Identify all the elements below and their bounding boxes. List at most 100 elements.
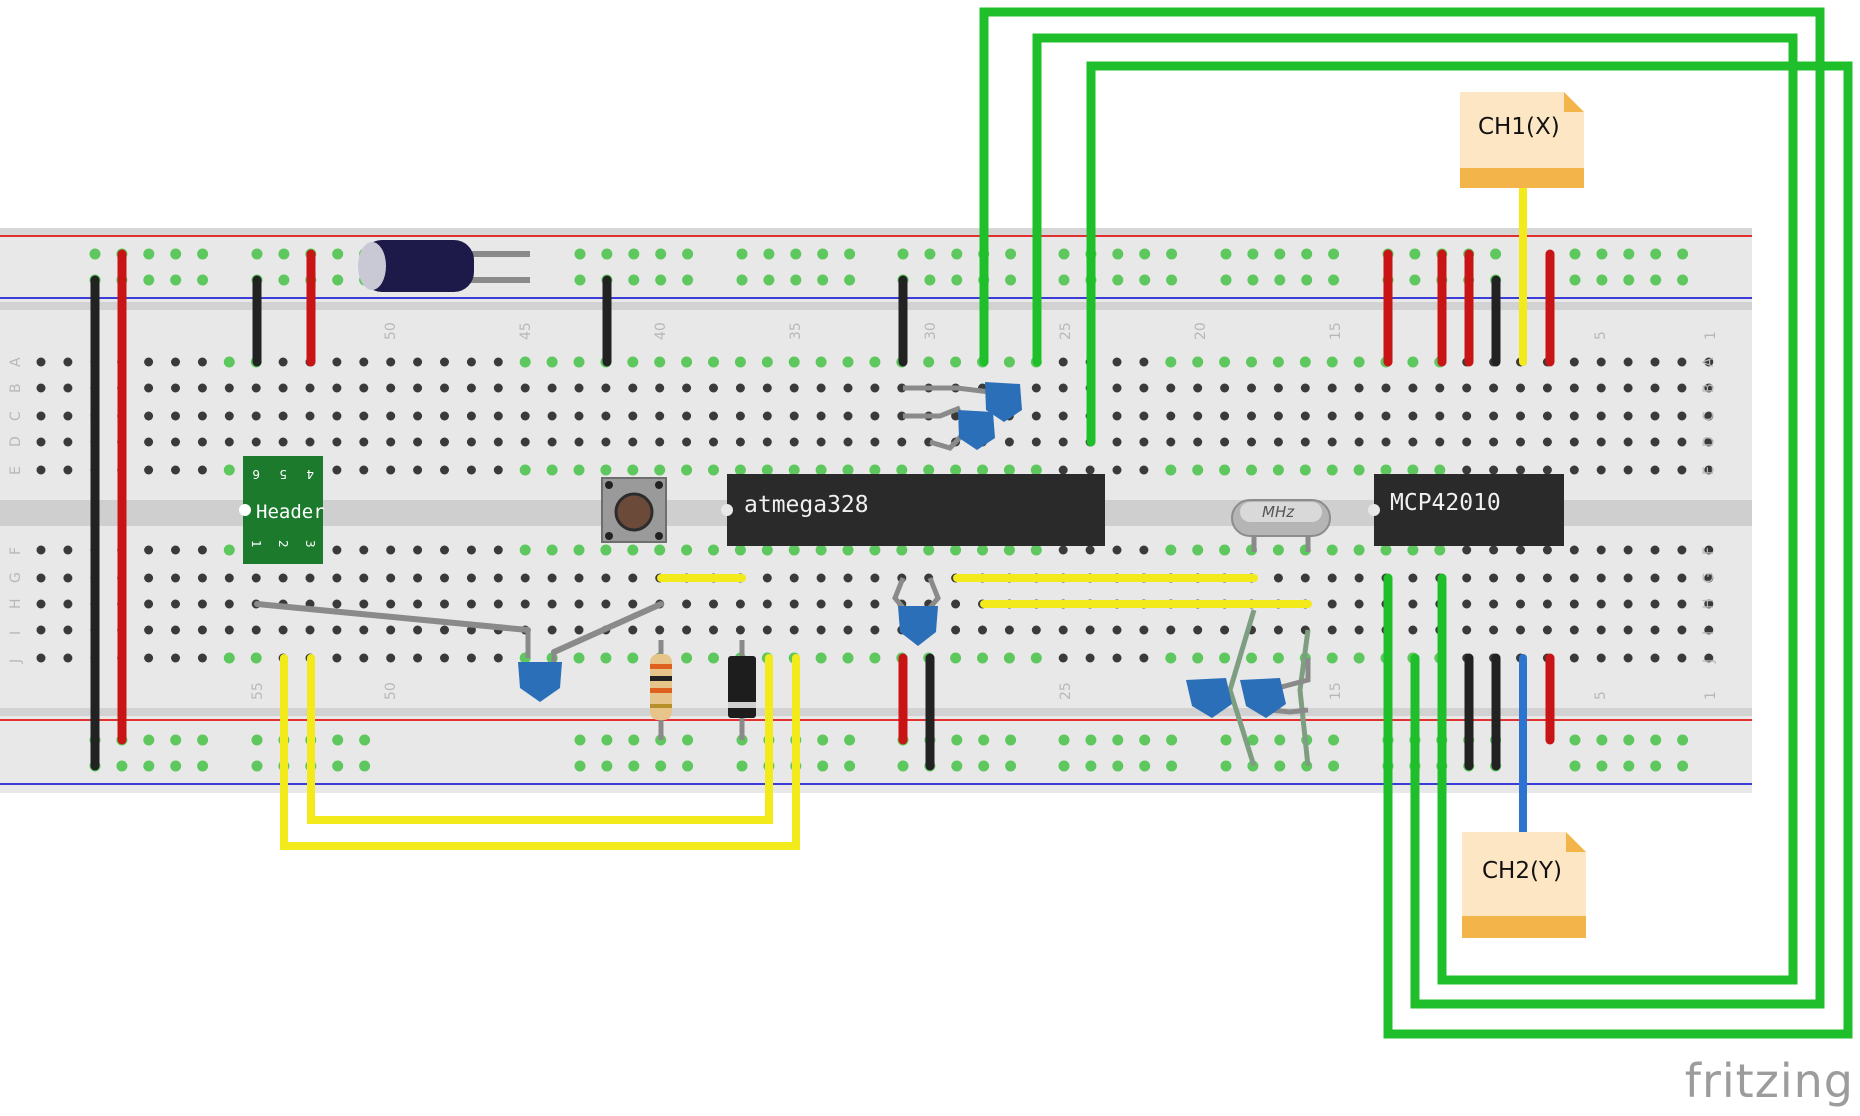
breadboard-hole (278, 411, 288, 421)
breadboard-hole (682, 734, 694, 746)
breadboard-hole (655, 437, 665, 447)
breadboard-hole (1489, 437, 1499, 447)
breadboard-hole (1381, 411, 1391, 421)
breadboard-hole (520, 411, 530, 421)
breadboard-hole (1408, 625, 1418, 635)
breadboard-hole (546, 356, 558, 368)
breadboard-hole (520, 437, 530, 447)
breadboard-hole (359, 357, 369, 367)
breadboard-hole (1193, 437, 1203, 447)
note-ch1-fold (1564, 92, 1584, 112)
breadboard-hole (627, 464, 639, 476)
breadboard-hole (250, 652, 262, 664)
breadboard-hole (923, 544, 935, 556)
breadboard-hole (1409, 274, 1421, 286)
resistor-band (650, 688, 672, 693)
breadboard-hole (573, 356, 585, 368)
breadboard-hole (493, 599, 503, 609)
breadboard-hole (144, 357, 154, 367)
breadboard-hole (762, 437, 772, 447)
breadboard-label: 45 (518, 322, 534, 340)
breadboard-hole (763, 274, 775, 286)
breadboard-hole (1301, 248, 1313, 260)
breadboard-hole (1353, 464, 1365, 476)
breadboard-hole (574, 437, 584, 447)
breadboard-hole (1354, 625, 1364, 635)
breadboard-hole (1353, 652, 1365, 664)
breadboard-hole (305, 573, 315, 583)
breadboard-hole (171, 653, 180, 663)
breadboard-hole (708, 464, 719, 476)
breadboard-hole (627, 544, 639, 556)
breadboard-hole (143, 734, 155, 746)
breadboard-hole (574, 248, 586, 260)
breadboard-hole (816, 625, 826, 635)
breadboard-hole (1220, 437, 1230, 447)
breadboard-hole (1462, 625, 1472, 635)
breadboard-hole (870, 437, 880, 447)
breadboard-hole (1299, 356, 1311, 368)
breadboard-hole (1058, 465, 1068, 475)
breadboard-hole (386, 465, 396, 475)
breadboard-hole (1569, 734, 1581, 746)
breadboard-hole (1327, 437, 1337, 447)
breadboard-hole (1139, 248, 1151, 260)
breadboard-hole (951, 248, 963, 260)
wire-gray-header-1 (254, 601, 531, 633)
breadboard-hole (815, 464, 827, 476)
breadboard-hole (224, 437, 234, 447)
breadboard-hole (1489, 625, 1499, 635)
breadboard-hole (869, 652, 881, 664)
breadboard-hole (1326, 544, 1338, 556)
breadboard-rail-divider-top (0, 302, 1752, 310)
breadboard-hole (790, 248, 802, 260)
breadboard-hole (547, 411, 557, 421)
breadboard-hole (924, 274, 936, 286)
breadboard-hole (788, 544, 800, 556)
breadboard-hole (144, 437, 154, 447)
breadboard-hole (1677, 411, 1687, 421)
breadboard-hole (1542, 437, 1552, 447)
breadboard-label: 15 (1328, 682, 1344, 700)
breadboard-hole (171, 437, 180, 447)
breadboard-label: 1 (1703, 331, 1719, 340)
note-ch1-paper (1460, 92, 1584, 188)
breadboard-hole (1192, 464, 1204, 476)
breadboard-hole (1596, 437, 1606, 447)
breadboard-hole (359, 383, 369, 393)
breadboard-hole (1516, 625, 1525, 635)
breadboard-hole (762, 383, 772, 393)
breadboard-hole (655, 383, 665, 393)
breadboard-hole (628, 599, 638, 609)
breadboard-hole (978, 734, 990, 746)
breadboard-hole (386, 545, 396, 555)
breadboard-hole (251, 760, 263, 772)
breadboard-hole (1112, 437, 1122, 447)
breadboard-hole (171, 545, 180, 555)
breadboard-hole (762, 599, 772, 609)
breadboard-hole (251, 248, 263, 260)
breadboard-hole (951, 411, 961, 421)
breadboard-hole (817, 248, 829, 260)
breadboard-hole (413, 411, 423, 421)
breadboard-hole (734, 356, 746, 368)
breadboard-hole (1085, 653, 1095, 663)
breadboard-hole (816, 383, 826, 393)
breadboard-hole (520, 383, 530, 393)
breadboard-hole (359, 653, 369, 663)
capacitor-lead (1227, 609, 1257, 767)
breadboard-hole (1327, 411, 1337, 421)
breadboard-hole (951, 625, 961, 635)
note-ch1: CH1(X) (1460, 92, 1584, 188)
breadboard-hole (1704, 383, 1714, 393)
breadboard-hole (1650, 465, 1660, 475)
breadboard-hole (1326, 356, 1338, 368)
capacitor-lead (903, 405, 961, 419)
breadboard-hole (332, 734, 344, 746)
breadboard-label: E (1701, 466, 1717, 475)
breadboard-hole (493, 465, 503, 475)
breadboard-hole (332, 625, 342, 635)
breadboard-hole (1301, 274, 1313, 286)
breadboard-hole (1220, 248, 1232, 260)
ceramic-capacitor-top (903, 382, 1022, 451)
